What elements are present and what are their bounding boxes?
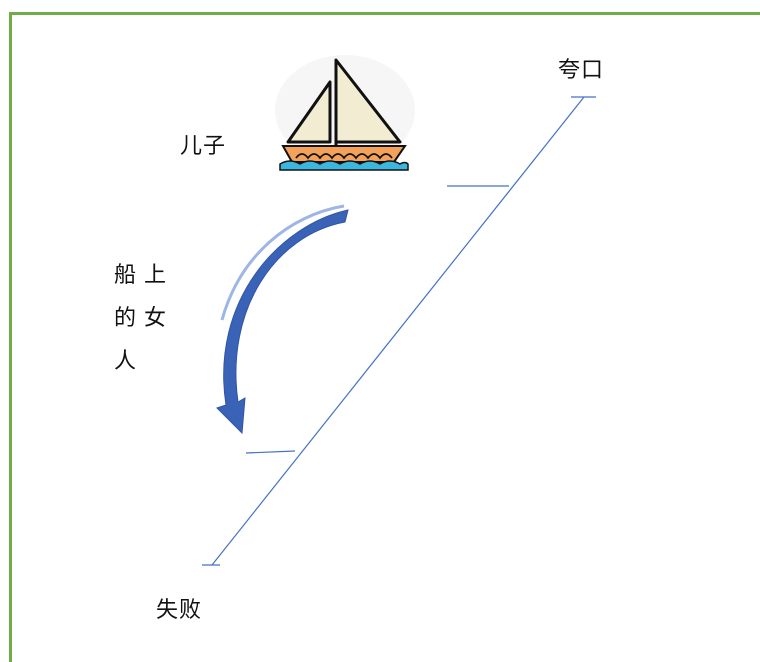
label-failure: 失败 [156,598,203,623]
diagonal-line [211,96,585,566]
label-boast: 夸口 [558,58,605,83]
curved-arrow [216,204,349,435]
page-frame [9,12,760,662]
sailboat-icon [275,55,415,171]
diagram-canvas [202,55,596,566]
tick-lower [245,450,296,454]
label-son: 儿子 [180,134,227,159]
label-woman-on-boat: 船上的女人 [114,263,175,374]
